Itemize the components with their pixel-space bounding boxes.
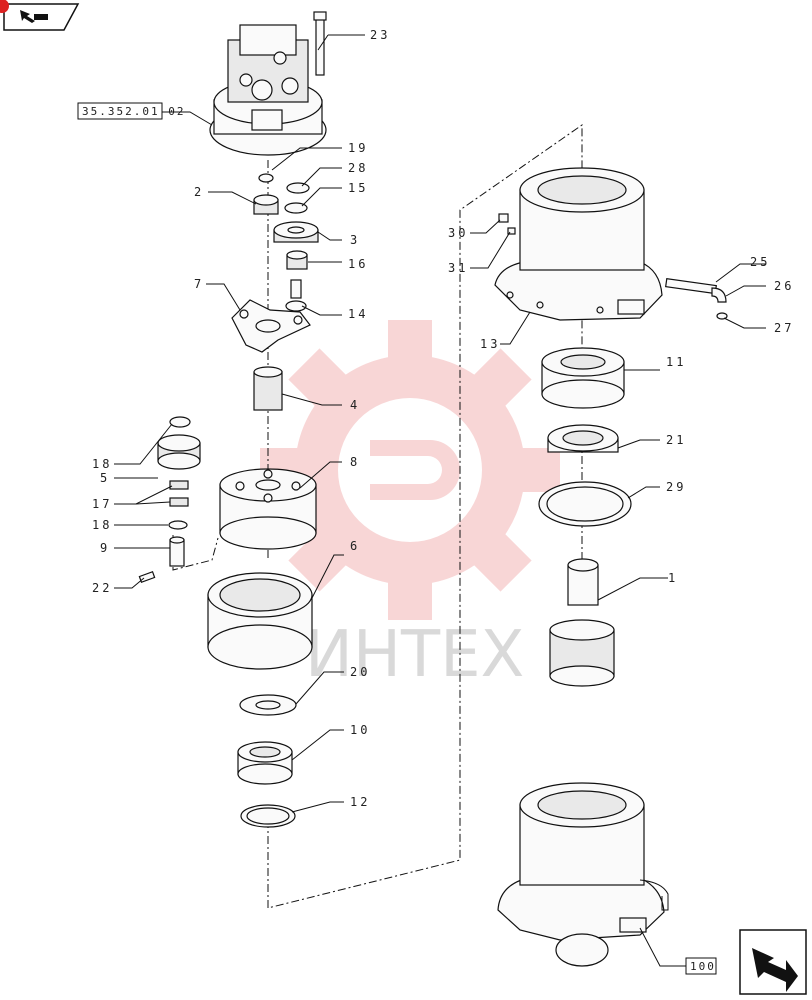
carrier-plate-7	[231, 299, 311, 353]
callout-17: 17	[92, 497, 112, 511]
callout-13: 13	[480, 337, 500, 351]
callout-16: 16	[348, 257, 368, 271]
gear-3	[273, 221, 319, 243]
callout-15: 15	[348, 181, 368, 195]
callout-12: 12	[350, 795, 370, 809]
bearing-11	[541, 347, 625, 409]
gear-2	[253, 194, 279, 215]
swing-motor	[209, 24, 327, 156]
callout-23: 23	[370, 28, 390, 42]
callout-26: 26	[774, 279, 794, 293]
sun-shaft-4	[253, 366, 283, 411]
plug-31	[507, 227, 516, 235]
callout-10: 10	[350, 723, 370, 737]
washer-20	[239, 694, 297, 716]
callout-28: 28	[348, 161, 368, 175]
callout-labels: 23 19 28 15 2 3 16 7 14 4 8 6 20 10 12 1…	[92, 28, 794, 809]
housing-13	[494, 167, 663, 321]
callout-11: 11	[666, 355, 686, 369]
callout-6: 6	[350, 539, 360, 553]
callout-4: 4	[350, 398, 360, 412]
ring-14	[285, 300, 307, 312]
leader-lines	[114, 34, 766, 813]
callout-2: 2	[194, 185, 204, 199]
ref-label-bottom: 100	[690, 960, 716, 973]
pin-22	[138, 571, 156, 583]
callout-27: 27	[774, 321, 794, 335]
cap-27	[716, 312, 728, 320]
callout-7: 7	[194, 277, 204, 291]
small-ring-19	[258, 173, 274, 183]
callout-30: 30	[448, 226, 468, 240]
planet-gear-5	[157, 434, 201, 470]
callout-1: 1	[668, 571, 678, 585]
callout-20: 20	[350, 665, 370, 679]
ring-18a	[169, 416, 191, 428]
callout-18-upper: 18	[92, 457, 112, 471]
callout-22: 22	[92, 581, 112, 595]
callout-31: 31	[448, 261, 468, 275]
carrier-8	[219, 468, 317, 550]
pipe-25	[664, 278, 717, 295]
bearing-17	[169, 480, 189, 507]
ref-label-top: 35.352.01 02	[82, 105, 185, 118]
watermark-text: ИНТЕХ	[305, 618, 524, 692]
callout-9: 9	[100, 541, 110, 555]
return-arrow-icon[interactable]	[0, 0, 80, 31]
seal-21	[547, 424, 619, 453]
callout-5: 5	[100, 471, 110, 485]
callout-29: 29	[666, 480, 686, 494]
plug-30	[498, 213, 509, 223]
callout-8: 8	[350, 455, 360, 469]
callout-19: 19	[348, 141, 368, 155]
callout-3: 3	[350, 233, 360, 247]
callout-25: 25	[750, 255, 770, 269]
callout-18-lower: 18	[92, 518, 112, 532]
ref-box-top[interactable]: 35.352.01 02	[77, 102, 213, 126]
ring-12	[240, 804, 296, 828]
pin-14a	[290, 279, 302, 299]
next-arrow-icon[interactable]	[739, 929, 807, 995]
bearing-16	[286, 250, 308, 270]
ring-28	[286, 182, 310, 194]
callout-14: 14	[348, 307, 368, 321]
ring-29	[538, 481, 632, 527]
ring-15	[284, 202, 308, 214]
pinion-shaft-1	[549, 558, 615, 687]
watermark-gear	[260, 320, 560, 620]
elbow-26	[711, 287, 727, 303]
ring-gear-6	[207, 572, 313, 670]
assembly-100	[497, 782, 669, 967]
callout-21: 21	[666, 433, 686, 447]
ring-18b	[168, 520, 188, 530]
pin-9	[169, 536, 185, 567]
bearing-10	[237, 741, 293, 785]
bolt-23	[313, 11, 327, 76]
ref-box-bottom[interactable]: 100	[639, 927, 717, 975]
